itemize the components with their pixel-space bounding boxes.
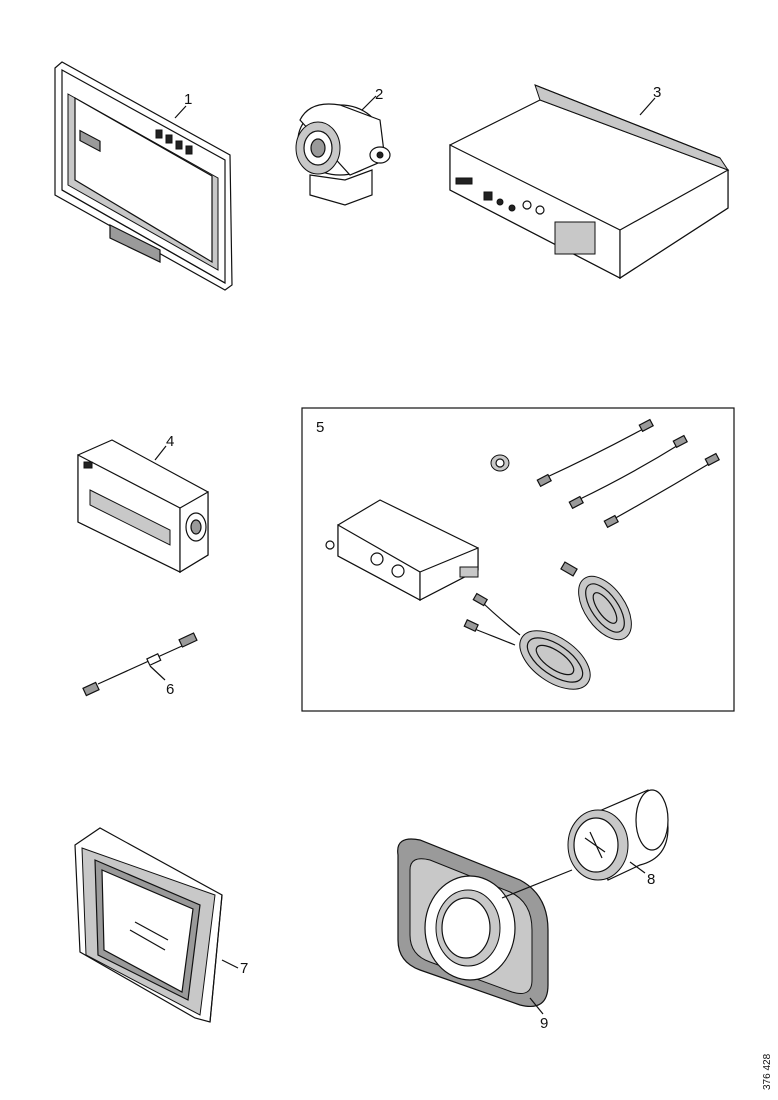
- part-9-mount-bezel: 9: [397, 838, 549, 1032]
- part-9-label: 9: [540, 1015, 548, 1032]
- part-5-frame: [301, 407, 735, 712]
- part-3-label: 3: [653, 84, 661, 101]
- reference-code: 376 428: [762, 1053, 773, 1090]
- part-3-control-unit: 3: [449, 84, 730, 280]
- part-6-cable: 6: [82, 632, 198, 698]
- part-4-junction-box: 4: [77, 433, 209, 574]
- part-7-label: 7: [240, 960, 248, 977]
- part-8-label: 8: [647, 871, 655, 888]
- part-5-kit: 5: [301, 407, 735, 712]
- part-6-label: 6: [166, 681, 174, 698]
- part-2-label: 2: [375, 86, 383, 103]
- part-1-monitor: 1: [54, 61, 233, 291]
- part-1-label: 1: [184, 91, 192, 108]
- part-2-camera: 2: [295, 86, 391, 206]
- part-5-label: 5: [316, 419, 324, 436]
- part-7-display: 7: [74, 827, 248, 1023]
- part-8-cylinder-camera: 8: [501, 789, 669, 899]
- part-4-label: 4: [166, 433, 174, 450]
